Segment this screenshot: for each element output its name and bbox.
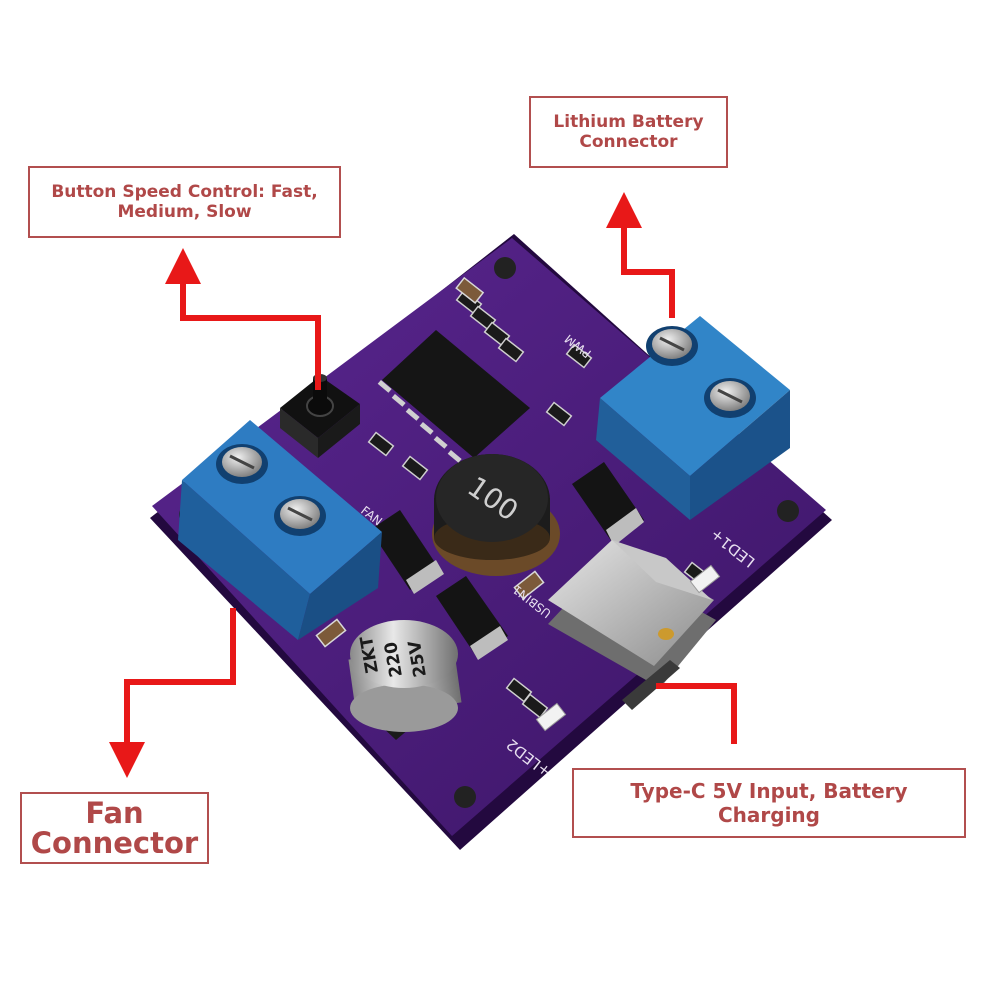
ic-chip	[377, 330, 530, 463]
fan-terminal-block	[178, 420, 382, 640]
typec-line1: Type-C 5V Input, Battery	[630, 779, 908, 803]
inductor: 100	[432, 454, 560, 576]
button-speed-line1: Button Speed Control: Fast,	[51, 181, 318, 202]
arrow-fan	[124, 608, 236, 752]
battery-connector-label: Lithium Battery Connector	[529, 96, 728, 168]
mounting-hole	[454, 786, 476, 808]
smd-capacitor	[315, 276, 545, 648]
mounting-hole	[777, 500, 799, 522]
mounting-hole	[494, 257, 516, 279]
battery-line2: Connector	[579, 132, 678, 152]
tactile-button	[280, 374, 360, 458]
fan-connector-label: Fan Connector	[20, 792, 209, 864]
typec-line2: Charging	[717, 803, 820, 827]
arrow-head-icon	[109, 742, 145, 778]
button-speed-line2: Medium, Slow	[117, 202, 252, 222]
diode	[572, 462, 644, 546]
arrow-head-icon	[165, 248, 201, 284]
usb-c-port	[548, 540, 716, 710]
arrow-button	[180, 268, 321, 390]
arrow-head-icon	[606, 192, 642, 228]
callout-arrows	[124, 214, 737, 752]
diode	[436, 576, 508, 660]
smd-led	[535, 702, 567, 732]
button-speed-label: Button Speed Control: Fast, Medium, Slow	[28, 166, 341, 238]
battery-line1: Lithium Battery	[553, 111, 704, 132]
fan-line1: Fan	[85, 795, 144, 830]
diode	[370, 510, 444, 594]
electrolytic-capacitor: ZKT 220 25V	[348, 620, 462, 740]
smd-led	[689, 564, 721, 594]
arrow-typec	[656, 683, 737, 744]
battery-terminal-block	[596, 316, 790, 520]
fan-line2: Connector	[30, 826, 199, 860]
arrow-battery	[621, 214, 675, 318]
type-c-label: Type-C 5V Input, Battery Charging	[572, 768, 966, 838]
